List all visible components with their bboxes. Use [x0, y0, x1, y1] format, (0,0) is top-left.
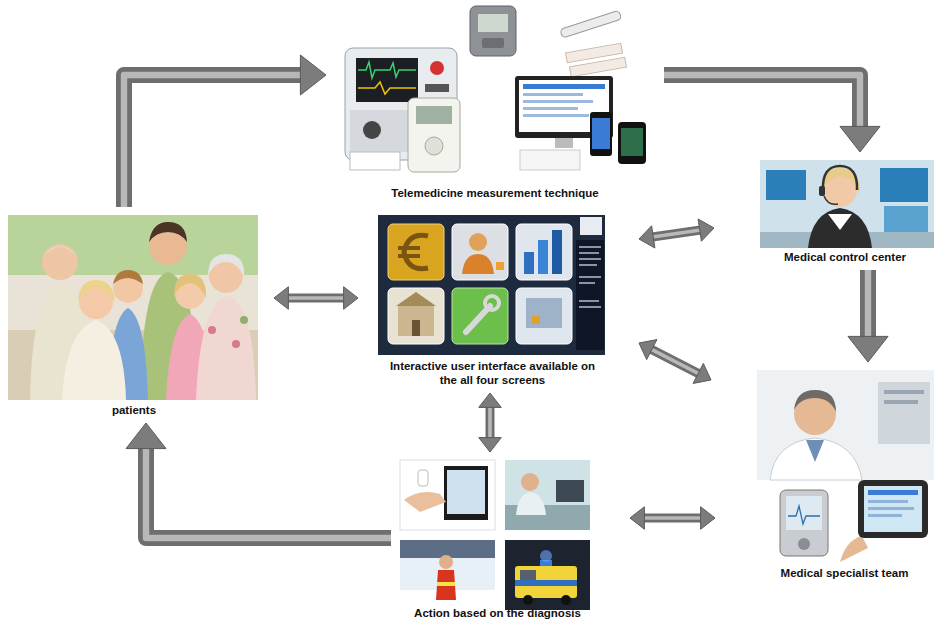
- arrow-head: [344, 287, 358, 310]
- arrow-head: [848, 336, 888, 362]
- flow-arrow: [639, 340, 711, 384]
- flow-arrow: [124, 55, 326, 207]
- device-group: Telemedicine measurement technique: [330, 2, 660, 202]
- node-caption: Medical control center: [781, 250, 909, 266]
- arrow-shaft: [652, 230, 700, 237]
- node-caption: Interactive user interface available on …: [382, 359, 603, 389]
- family-photo: [8, 215, 258, 400]
- arrow-head: [630, 507, 644, 530]
- interface-panel: Interactive user interface available on …: [370, 211, 615, 389]
- flow-arrow: [479, 393, 502, 452]
- arrow-head: [701, 507, 715, 530]
- arrow-highlight: [124, 75, 301, 207]
- arrow-shaft: [643, 514, 701, 523]
- arrow-head: [693, 363, 711, 383]
- arrow-highlight: [651, 349, 699, 374]
- flow-arrow: [274, 287, 358, 310]
- arrow-shaft: [860, 270, 876, 337]
- arrow-highlight: [652, 230, 700, 237]
- arrow-head: [479, 438, 502, 452]
- node-caption: Telemedicine measurement technique: [388, 186, 602, 202]
- arrow-shaft: [651, 349, 699, 374]
- arrow-highlight: [488, 406, 492, 438]
- arrow-head: [698, 219, 714, 241]
- specialist-photo: [757, 370, 934, 562]
- node-caption: Action based on the diagnosis: [411, 606, 584, 622]
- patient-group: patients: [6, 211, 262, 419]
- arrow-highlight: [664, 75, 860, 127]
- arrow-shaft: [664, 75, 860, 127]
- flow-arrow: [664, 75, 880, 152]
- flow-arrow: [126, 423, 391, 538]
- node-caption: Medical specialist team: [778, 566, 912, 582]
- flow-arrow: [639, 219, 714, 248]
- arrow-shaft: [486, 406, 495, 438]
- action-group: Action based on the diagnosis: [395, 456, 600, 622]
- node-caption: patients: [109, 403, 159, 419]
- arrow-highlight: [643, 516, 701, 520]
- arrow-shaft: [287, 294, 344, 303]
- flow-arrow: [630, 507, 715, 530]
- control-center: Medical control center: [756, 156, 934, 266]
- arrow-head: [639, 226, 655, 248]
- arrow-head: [479, 393, 502, 407]
- arrow-highlight: [865, 270, 871, 337]
- arrow-highlight: [146, 448, 391, 538]
- flow-arrow: [848, 270, 888, 362]
- arrow-head: [840, 126, 880, 152]
- specialist-team: Medical specialist team: [755, 366, 934, 582]
- arrow-head: [300, 55, 326, 95]
- action-photos: [400, 460, 590, 610]
- arrow-head: [126, 423, 166, 449]
- arrow-shaft: [124, 75, 301, 207]
- telemedicine-devices: [345, 6, 646, 172]
- control-center-photo: [760, 160, 934, 248]
- arrow-head: [639, 340, 657, 360]
- arrow-head: [274, 287, 288, 310]
- arrow-highlight: [287, 296, 344, 300]
- interface-tiles: [378, 215, 605, 355]
- arrow-shaft: [146, 448, 391, 538]
